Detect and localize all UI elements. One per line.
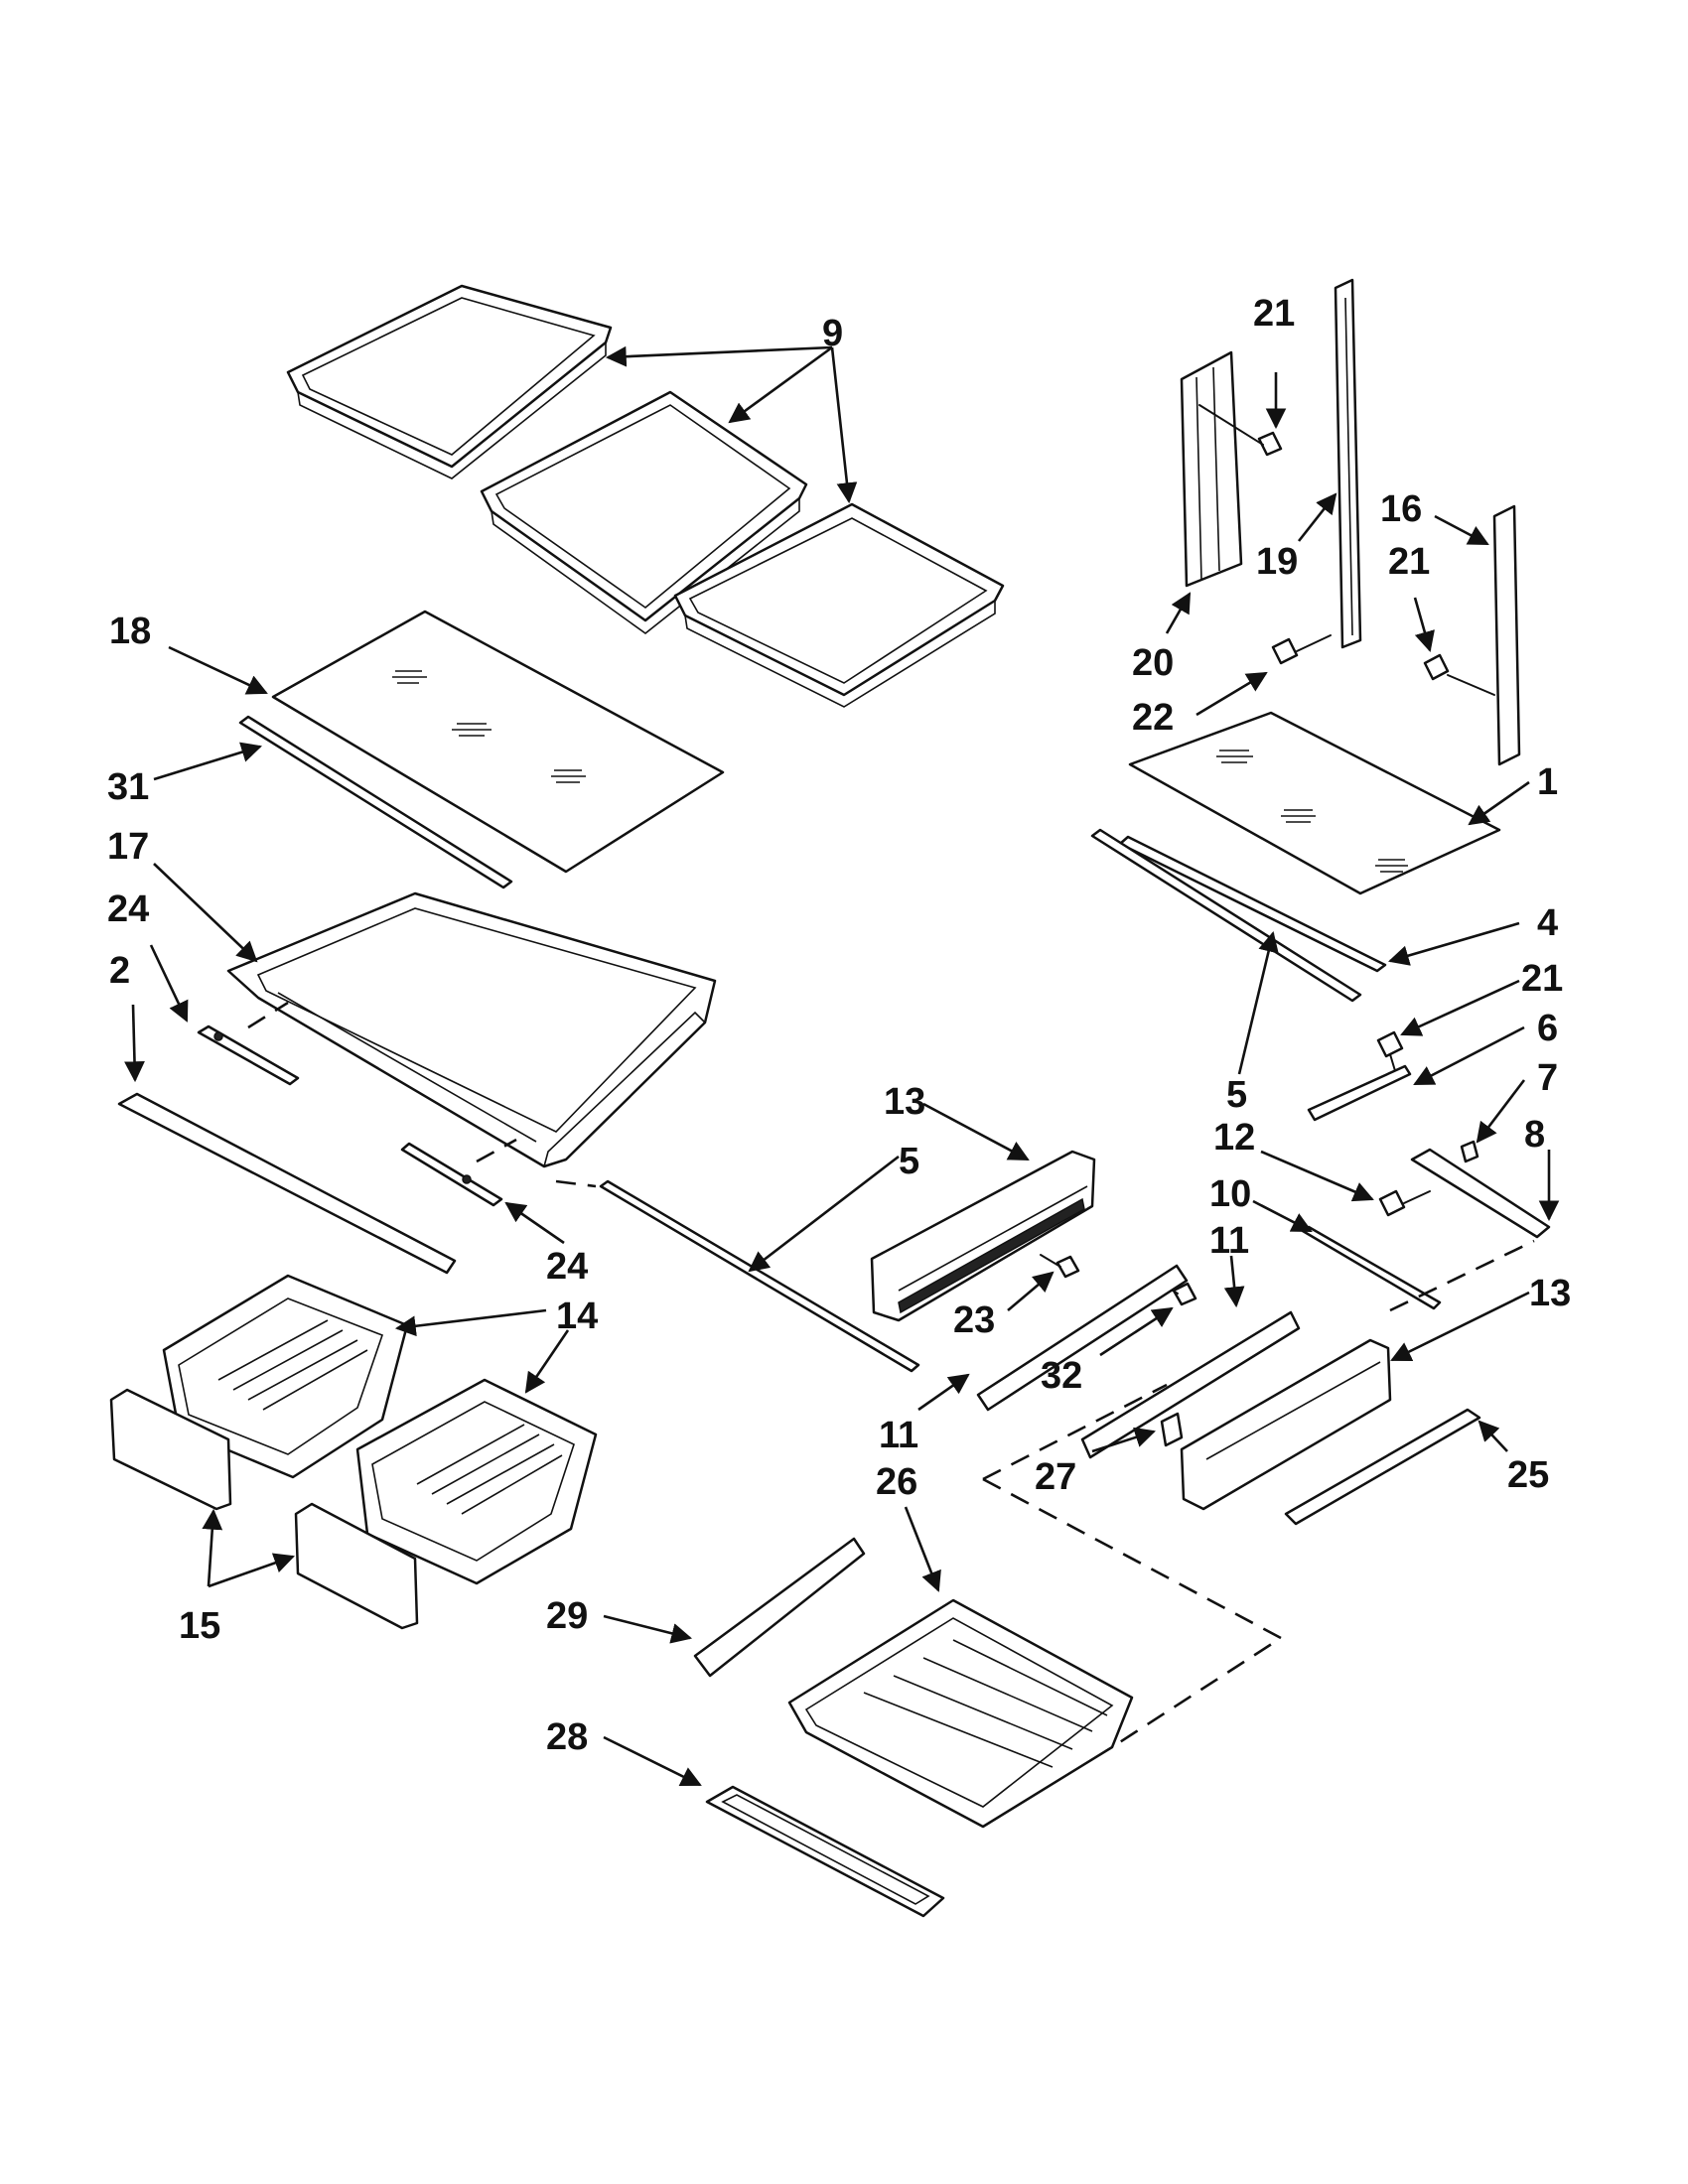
screw-23 xyxy=(1040,1254,1080,1279)
callout-5: 5 xyxy=(899,1141,919,1182)
callout-25: 25 xyxy=(1507,1454,1549,1496)
end-cap-13-lower xyxy=(1180,1338,1392,1511)
channel-19 xyxy=(1334,278,1362,649)
callout-5: 5 xyxy=(1226,1074,1247,1116)
callout-14: 14 xyxy=(556,1296,598,1337)
callout-17: 17 xyxy=(107,826,149,868)
callout-18: 18 xyxy=(109,611,151,652)
callout-21: 21 xyxy=(1388,541,1430,583)
callout-8: 8 xyxy=(1524,1114,1545,1156)
screw-12 xyxy=(1378,1189,1431,1217)
crisper-drawer-14-b xyxy=(355,1378,598,1585)
handle-29 xyxy=(693,1537,866,1678)
slide-rail-11-a xyxy=(976,1264,1189,1412)
clip-7 xyxy=(1460,1140,1479,1163)
callout-6: 6 xyxy=(1537,1008,1558,1049)
callout-28: 28 xyxy=(546,1716,588,1758)
end-cap-13-upper xyxy=(870,1150,1096,1322)
callout-15: 15 xyxy=(179,1605,220,1647)
callout-4: 4 xyxy=(1537,902,1558,944)
glass-shelf-18 xyxy=(271,610,725,874)
strip-4 xyxy=(1118,835,1387,973)
channel-16 xyxy=(1492,504,1521,766)
callout-24: 24 xyxy=(107,888,149,930)
screw-22 xyxy=(1271,634,1332,665)
callout-11: 11 xyxy=(1209,1220,1249,1262)
callout-11: 11 xyxy=(879,1415,918,1456)
tray-26 xyxy=(787,1598,1134,1829)
callout-29: 29 xyxy=(546,1595,588,1637)
callout-13: 13 xyxy=(884,1081,925,1123)
callout-2: 2 xyxy=(109,950,130,992)
callout-10: 10 xyxy=(1209,1173,1251,1215)
rod-25 xyxy=(1284,1408,1481,1526)
callout-21: 21 xyxy=(1521,958,1563,1000)
callout-16: 16 xyxy=(1380,488,1422,530)
clip-24-lower xyxy=(400,1142,503,1207)
callout-24: 24 xyxy=(546,1246,588,1288)
callout-1: 1 xyxy=(1537,761,1558,803)
slide-rail-11-b xyxy=(1080,1310,1301,1459)
callout-19: 19 xyxy=(1256,541,1298,583)
drawer-front-15-b xyxy=(294,1502,419,1630)
crisper-drawer-14-a xyxy=(162,1274,409,1479)
callout-labels: 9 21 19 16 21 20 22 18 31 1 17 24 4 2 21… xyxy=(107,293,1571,1758)
callout-23: 23 xyxy=(953,1299,995,1341)
callout-32: 32 xyxy=(1041,1355,1082,1397)
callout-22: 22 xyxy=(1132,697,1174,739)
callout-31: 31 xyxy=(107,766,149,808)
callout-13: 13 xyxy=(1529,1273,1571,1314)
front-panel-28 xyxy=(705,1785,945,1918)
callout-21: 21 xyxy=(1253,293,1295,335)
callout-26: 26 xyxy=(876,1461,917,1503)
leader-arrows xyxy=(124,345,1560,1787)
screw-21-b xyxy=(1423,653,1495,696)
alignment-lines xyxy=(247,1001,1535,1749)
callout-12: 12 xyxy=(1213,1117,1255,1159)
rod-5-left xyxy=(599,1179,920,1373)
glass-shelf-1 xyxy=(1128,711,1501,895)
callout-20: 20 xyxy=(1132,642,1174,684)
shelf-frame-17 xyxy=(226,891,717,1168)
bracket-6 xyxy=(1307,1064,1412,1122)
shelf-9-c xyxy=(673,502,1005,708)
callout-9: 9 xyxy=(822,313,843,354)
callout-27: 27 xyxy=(1035,1456,1076,1498)
front-trim-2 xyxy=(117,1092,457,1275)
drawer-front-15-a xyxy=(109,1388,232,1511)
screw-21-a xyxy=(1198,404,1283,457)
trim-strip-31 xyxy=(238,715,513,889)
clip-24-upper xyxy=(197,1024,300,1086)
bracket-8 xyxy=(1410,1148,1551,1239)
callout-7: 7 xyxy=(1537,1057,1558,1099)
shelf-9-b xyxy=(480,390,808,635)
channel-20 xyxy=(1180,350,1243,588)
clip-27 xyxy=(1160,1412,1184,1447)
